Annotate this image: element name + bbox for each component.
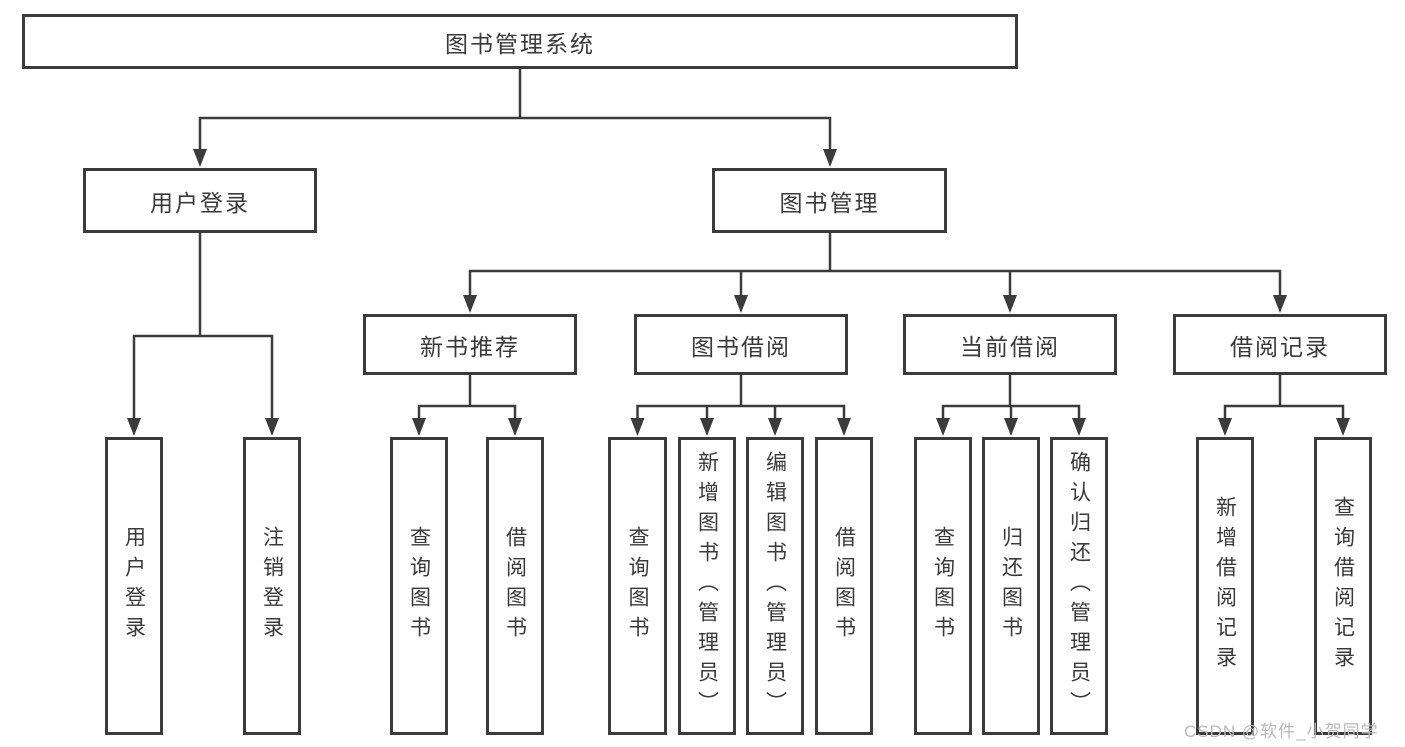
leaf-add-borrow-record: 新增借阅记录 — [1196, 437, 1254, 735]
leaf-query-borrow-record: 查询借阅记录 — [1314, 437, 1372, 735]
leaf-label: 编辑图书（管理员） — [763, 451, 787, 721]
leaf-logout: 注销登录 — [243, 437, 301, 735]
leaf-label: 查询图书 — [931, 526, 955, 646]
leaf-add-books-admin: 新增图书（管理员） — [678, 437, 736, 735]
leaf-label: 归还图书 — [999, 526, 1023, 646]
csdn-watermark: CSDN @软件_小贺同学 — [1184, 722, 1379, 741]
node-label: 当前借阅 — [960, 333, 1060, 360]
node-book-borrowing: 图书借阅 — [634, 314, 848, 375]
node-book-management: 图书管理 — [712, 168, 947, 233]
node-label: 图书管理系统 — [445, 30, 595, 57]
leaf-user-login: 用户登录 — [105, 437, 163, 735]
leaf-label: 借阅图书 — [832, 526, 856, 646]
node-user-login: 用户登录 — [83, 168, 317, 233]
leaf-label: 确认归还（管理员） — [1067, 451, 1091, 721]
leaf-return-books: 归还图书 — [982, 437, 1040, 735]
node-new-book-recommend: 新书推荐 — [363, 314, 577, 375]
leaf-query-books-current: 查询图书 — [914, 437, 972, 735]
leaf-label: 借阅图书 — [503, 526, 527, 646]
node-label: 用户登录 — [150, 189, 250, 216]
leaf-borrow-books-recommend: 借阅图书 — [486, 437, 544, 735]
node-current-borrowing: 当前借阅 — [903, 314, 1117, 375]
leaf-borrow-books-borrowing: 借阅图书 — [815, 437, 873, 735]
leaf-edit-books-admin: 编辑图书（管理员） — [746, 437, 804, 735]
node-library-management-system: 图书管理系统 — [22, 14, 1018, 69]
leaf-confirm-return-admin: 确认归还（管理员） — [1050, 437, 1108, 735]
leaf-label: 用户登录 — [122, 526, 146, 646]
node-borrowing-records: 借阅记录 — [1173, 314, 1387, 375]
node-label: 借阅记录 — [1230, 333, 1330, 360]
leaf-label: 注销登录 — [260, 526, 284, 646]
leaf-query-books-recommend: 查询图书 — [390, 437, 448, 735]
leaf-label: 查询图书 — [407, 526, 431, 646]
node-label: 图书借阅 — [691, 333, 791, 360]
node-label: 图书管理 — [779, 189, 880, 216]
node-label: 新书推荐 — [420, 333, 520, 360]
leaf-query-books-borrowing: 查询图书 — [608, 437, 667, 735]
leaf-label: 新增借阅记录 — [1213, 496, 1237, 676]
leaf-label: 新增图书（管理员） — [695, 451, 719, 721]
leaf-label: 查询借阅记录 — [1331, 496, 1355, 676]
leaf-label: 查询图书 — [626, 526, 649, 646]
